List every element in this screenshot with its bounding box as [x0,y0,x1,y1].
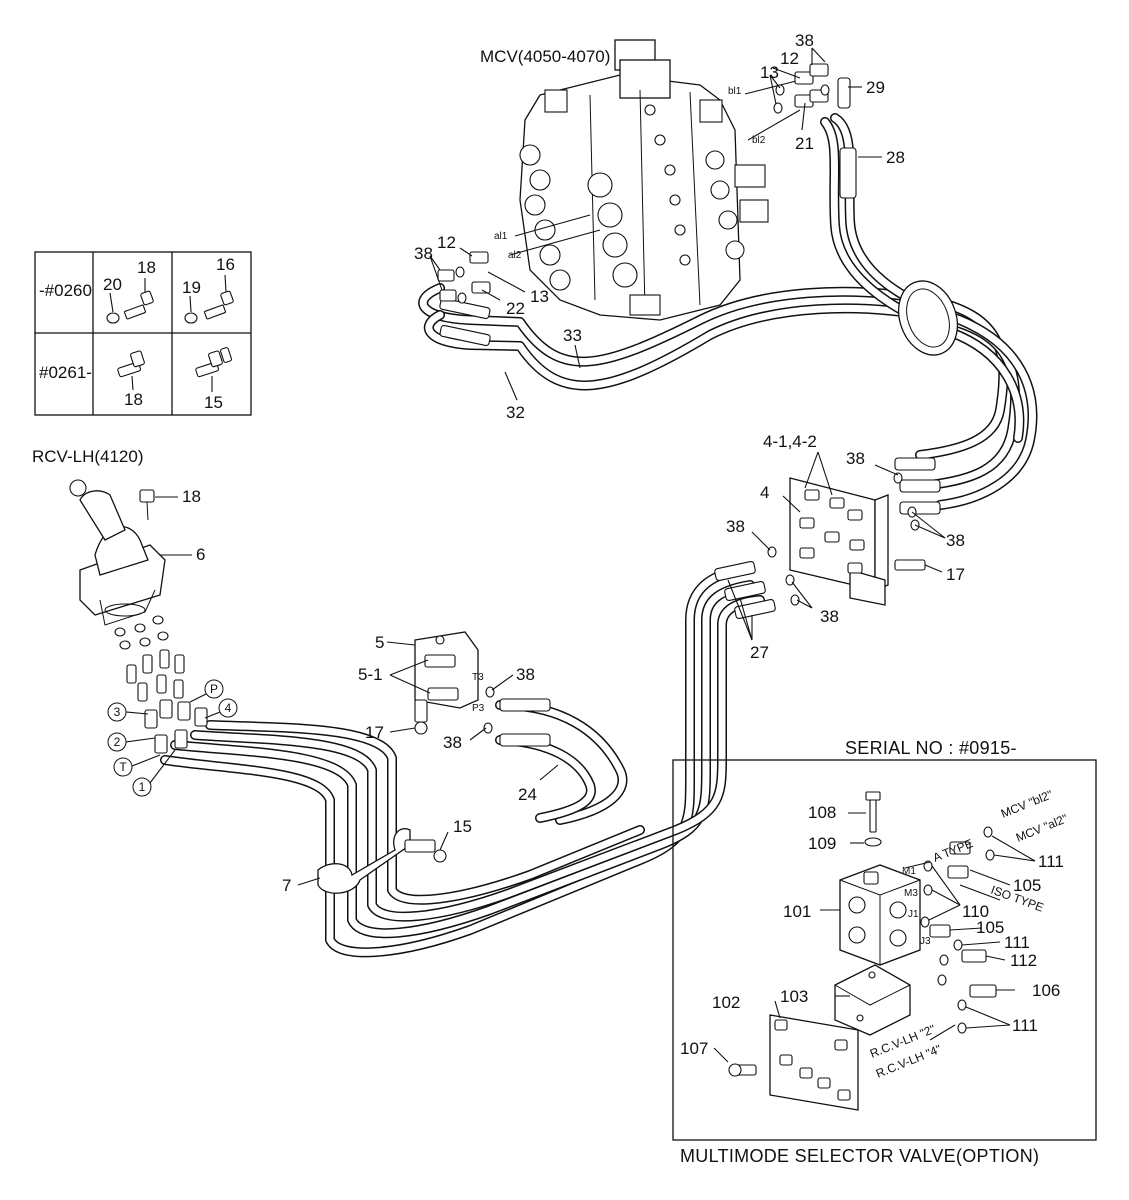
callout-107: 107 [680,1039,708,1058]
port-mark-2: 2 [114,735,121,749]
callout-27: 27 [750,643,769,662]
distribution-block-4 [767,472,926,606]
titles: MCV(4050-4070) RCV-LH(4120) SERIAL NO : … [32,47,1039,1166]
callout-38: 38 [726,517,745,536]
callout-13: 13 [760,63,779,82]
callout-21: 21 [795,134,814,153]
label-mcv-bl2: MCV "bl2" [999,787,1055,820]
remote-control-valve-lh [69,479,208,754]
hose-clamp-7 [317,828,447,894]
callout-111: 111 [1004,933,1030,952]
callout-38: 38 [414,244,433,263]
multimode-option-box [672,759,1097,1141]
callout-33: 33 [563,326,582,345]
mcv-side-fittings [437,251,491,304]
table-row-range: #0261- [39,363,92,382]
label-mcv-al2: MCV "al2" [1014,811,1070,844]
callout-101: 101 [783,902,811,921]
callout-38: 38 [946,531,965,550]
bracket-5 [414,631,495,735]
callout-29: 29 [866,78,885,97]
label-a-type: A TYPE [931,836,975,865]
callout-4-1-4-2: 4-1,4-2 [763,432,817,451]
callout-102: 102 [712,993,740,1012]
port-mark-1: 1 [139,780,146,794]
callout-38: 38 [820,607,839,626]
mcv-spools [519,104,745,291]
port-mark-3: 3 [114,705,121,719]
rcv-title: RCV-LH(4120) [32,447,144,466]
callout-5-1: 5-1 [358,665,383,684]
rcv-adapters [126,649,208,754]
port-labels: bl1 bl2 al1 al2 T3 P3 M1 M3 J1 J3 [472,86,931,947]
callout-15: 15 [453,817,472,836]
port-al2: al2 [508,250,522,261]
port-p3: P3 [472,703,485,714]
callout-38: 38 [516,665,535,684]
callout-18: 18 [182,487,201,506]
callout-111: 111 [1038,852,1064,871]
port-j3: J3 [920,936,931,947]
leader-lines [155,47,1036,1063]
port-mark-p: P [210,682,218,696]
mcv-top-fittings [773,63,830,114]
callout-28: 28 [886,148,905,167]
option-title: MULTIMODE SELECTOR VALVE(OPTION) [680,1146,1039,1166]
callout-7: 7 [282,876,291,895]
port-al1: al1 [494,231,508,242]
callout-32: 32 [506,403,525,422]
callout-12: 12 [780,49,799,68]
callout-22: 22 [506,299,525,318]
rcv-port-circles: P 4 3 2 T 1 [107,679,238,797]
part-callouts: 12 38 13 29 21 28 38 12 13 22 33 32 18 6… [182,31,1064,1058]
callout-38: 38 [795,31,814,50]
callout-17: 17 [946,565,965,584]
table-row-range: -#0260 [39,281,92,300]
port-m3: M3 [904,888,918,899]
table-cell-part: 18 [124,390,143,409]
port-t3: T3 [472,672,484,683]
callout-109: 109 [808,834,836,853]
port-j1: J1 [908,909,919,920]
port-m1: M1 [902,866,916,877]
callout-24: 24 [518,785,537,804]
callout-112: 112 [1010,951,1037,970]
mcv-title: MCV(4050-4070) [480,47,610,66]
table-cell-part: 16 [216,255,235,274]
table-cell-part: 19 [182,278,201,297]
callout-17: 17 [365,723,384,742]
callout-105: 105 [976,918,1004,937]
port-mark-t: T [119,760,127,774]
table-cell-part: 20 [103,275,122,294]
callout-6: 6 [196,545,205,564]
callout-38: 38 [443,733,462,752]
hose-fittings [439,77,941,747]
callout-13: 13 [530,287,549,306]
table-cell-part: 15 [204,393,223,412]
block4-fittings [799,489,865,574]
port-mark-4: 4 [225,701,232,715]
table-cell-part: 18 [137,258,156,277]
callout-110: 110 [962,902,989,921]
callout-105: 105 [1013,876,1041,895]
main-control-valve [519,39,769,321]
callout-108: 108 [808,803,836,822]
serial-number-table: -#0260 #0261- 20 18 19 16 18 15 [34,251,252,416]
serial-title: SERIAL NO : #0915- [845,738,1017,758]
port-bl1: bl1 [728,86,742,97]
port-bl2: bl2 [752,135,766,146]
callout-5: 5 [375,633,384,652]
hose-clamp-ring [898,280,958,356]
hose-bundle-rcv [160,565,765,958]
rcv-orings [114,615,169,650]
callout-12: 12 [437,233,456,252]
callout-4: 4 [760,483,769,502]
callout-38: 38 [846,449,865,468]
callout-111: 111 [1012,1016,1038,1035]
callout-106: 106 [1032,981,1060,1000]
callout-103: 103 [780,987,808,1006]
